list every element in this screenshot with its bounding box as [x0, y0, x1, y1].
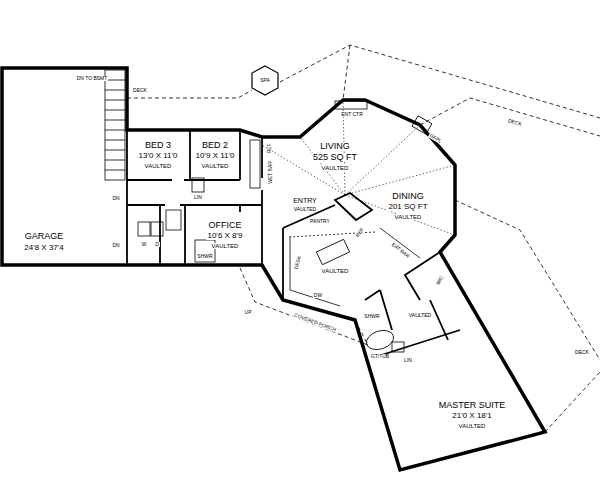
wall [127, 205, 262, 265]
room-label: VAULTED [321, 165, 350, 171]
room-label: GT/TUB [370, 354, 390, 359]
outer-wall [2, 68, 545, 470]
deck-edge [455, 200, 600, 360]
room-label: LIVING [319, 142, 351, 151]
wall [126, 68, 128, 265]
room-label: DW [313, 293, 323, 298]
room-label: SHWR [196, 254, 213, 259]
room-label: VAULTED [201, 163, 230, 169]
wall [365, 252, 460, 358]
deck-outline [127, 45, 600, 432]
ent-ctr-cabinet [335, 101, 367, 109]
room-label: LIN [403, 358, 413, 363]
room-label: DECK [507, 118, 524, 127]
room-label: UP [244, 310, 253, 315]
room-label: REF [267, 142, 272, 154]
vault-lines [262, 100, 455, 235]
room-label: DECK [132, 88, 148, 93]
room-label: 201 SQ FT [387, 203, 428, 211]
stair-symbol [105, 70, 125, 180]
room-label: SHWR [363, 314, 380, 319]
room-label: VAULTED [321, 268, 350, 274]
toilet-symbol [166, 210, 181, 230]
room-label: VAULTED [293, 207, 317, 212]
room-label: LIN [193, 195, 203, 200]
interior-walls [127, 68, 460, 358]
linen-closet [192, 178, 204, 192]
room-label: SPA [259, 78, 271, 83]
room-label: ENTRY [292, 197, 318, 204]
deck-edge [280, 45, 600, 118]
wet-bar-counter [250, 140, 260, 188]
room-label: PANTRY [309, 219, 331, 224]
room-label: 10'6 X 8'9 [206, 232, 243, 240]
room-label: WIC [435, 274, 445, 287]
vault-line [262, 100, 455, 235]
deck-edge [343, 45, 350, 100]
room-label: 13'0 X 11'0 [138, 152, 179, 160]
room-label: WET BAR [267, 160, 272, 185]
room-label: REF [355, 226, 366, 239]
stair-treads [105, 80, 125, 170]
fireplace-symbol [412, 116, 432, 134]
fixtures [105, 70, 432, 353]
room-label: 24'8 X 37'4 [23, 244, 65, 252]
washer-symbol [138, 222, 150, 236]
room-label: BED 2 [201, 141, 229, 150]
wall [261, 137, 263, 205]
room-label: DINING [391, 192, 425, 201]
room-label: D [154, 242, 160, 247]
exterior-walls [2, 68, 545, 470]
room-label: BED 3 [144, 141, 172, 150]
room-label: COVERED PORCH [292, 312, 337, 332]
kitchen-island [316, 239, 349, 264]
room-label: 10'9 X 11'0 [195, 152, 236, 160]
room-label: EAT BAR [389, 241, 410, 259]
room-label: MASTER SUITE [438, 401, 507, 410]
room-label: OFFICE [208, 221, 243, 230]
tub-symbol [364, 327, 396, 353]
pantry-wall [335, 193, 372, 220]
spa-shape [252, 66, 278, 95]
wall [283, 205, 335, 300]
room-label: VAULTED [408, 313, 432, 318]
room-label: VAULTED [211, 243, 240, 249]
room-label: DESK [294, 254, 303, 270]
room-label: VAULTED [394, 214, 423, 220]
room-label: GFPL [428, 132, 444, 144]
deck-edge [420, 98, 600, 136]
wall [127, 130, 240, 180]
room-label: DN [111, 196, 120, 201]
room-label: 21'0 X 18'1 [451, 412, 493, 420]
room-label: GARAGE [24, 232, 65, 241]
room-label: 525 SQ FT [312, 153, 358, 162]
deck-edge [545, 372, 600, 432]
room-label: VAULTED [458, 423, 487, 429]
linen-closet [392, 342, 404, 352]
room-label: DN TO BSMT [76, 76, 109, 81]
room-label: VAULTED [144, 163, 173, 169]
room-label: DECK [574, 350, 590, 355]
room-label: DN [111, 243, 120, 248]
room-label: W [141, 242, 148, 247]
dryer-symbol [151, 222, 163, 236]
room-label: ENT CTR [340, 112, 364, 117]
